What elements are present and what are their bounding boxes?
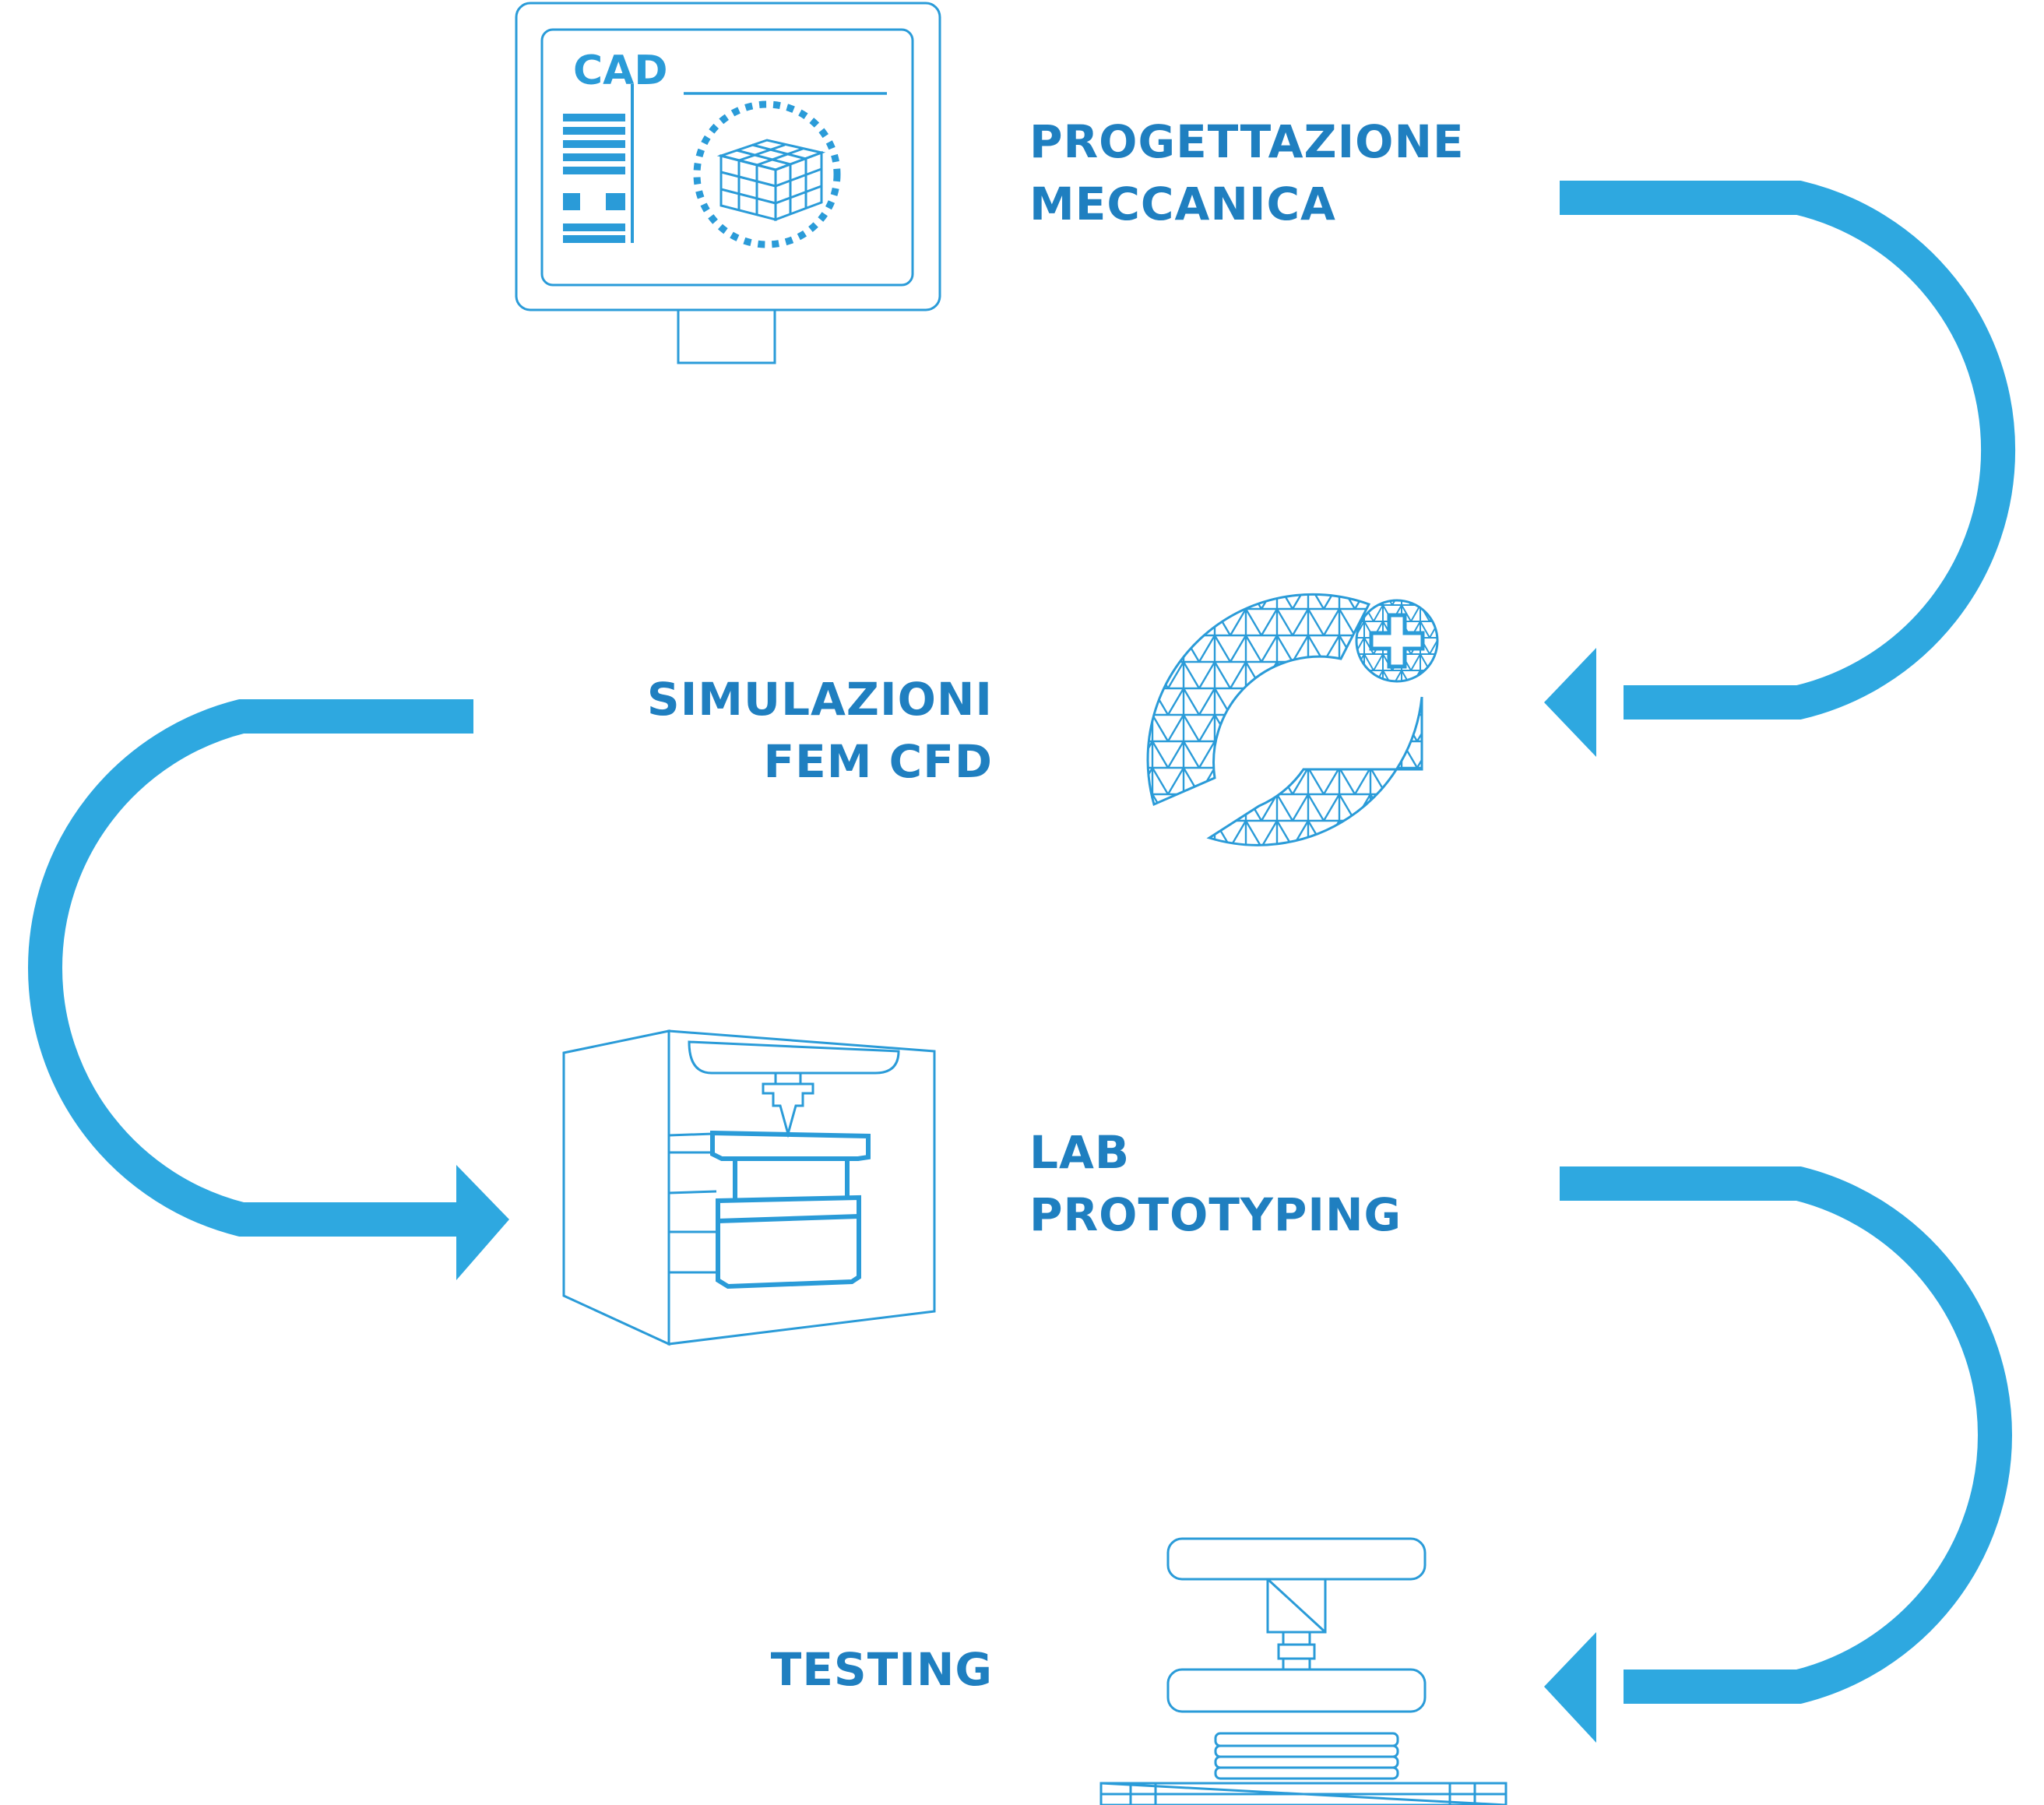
step-label-simulazioni: SIMULAZIONI FEM CFD [545, 668, 993, 793]
plus-sign [1369, 613, 1425, 669]
step-label-progettazione: PROGETTAZIONE MECCANICA [1029, 111, 1465, 235]
step-3-line-2: PROTOTYPING [1029, 1188, 1402, 1241]
arrow-design-to-simulation [1560, 181, 2016, 720]
step-2-line-1: SIMULAZIONI [646, 673, 993, 726]
arrow-head-left-2 [1544, 1632, 1596, 1743]
arrow-heads [456, 648, 1596, 1743]
step-label-prototyping: LAB PROTOTYPING [1029, 1121, 1402, 1246]
step-1-line-1: PROGETTAZIONE [1029, 115, 1465, 168]
3d-printer-icon [562, 1029, 936, 1346]
flow-arrows [28, 181, 2016, 1704]
step-2-line-2: FEM CFD [763, 735, 993, 788]
fem-mesh-logo-icon [1146, 593, 1439, 846]
cad-sidebar-bars [563, 114, 625, 243]
cad-label: CAD [573, 48, 668, 94]
step-1-line-2: MECCANICA [1029, 178, 1336, 230]
arrow-head-right [456, 1165, 509, 1280]
step-3-line-1: LAB [1029, 1126, 1131, 1179]
arrow-head-left-1 [1544, 648, 1596, 757]
cad-monitor-icon [515, 2, 941, 364]
test-press-icon [1099, 1537, 1507, 1805]
step-4-line-1: TESTING [770, 1643, 993, 1696]
step-label-testing: TESTING [545, 1638, 993, 1701]
arrow-simulation-to-prototyping [28, 699, 473, 1237]
arrow-prototyping-to-testing [1560, 1166, 2012, 1704]
mesh-arc-upper [1146, 593, 1371, 807]
mesh-arc-lower [1206, 696, 1423, 846]
